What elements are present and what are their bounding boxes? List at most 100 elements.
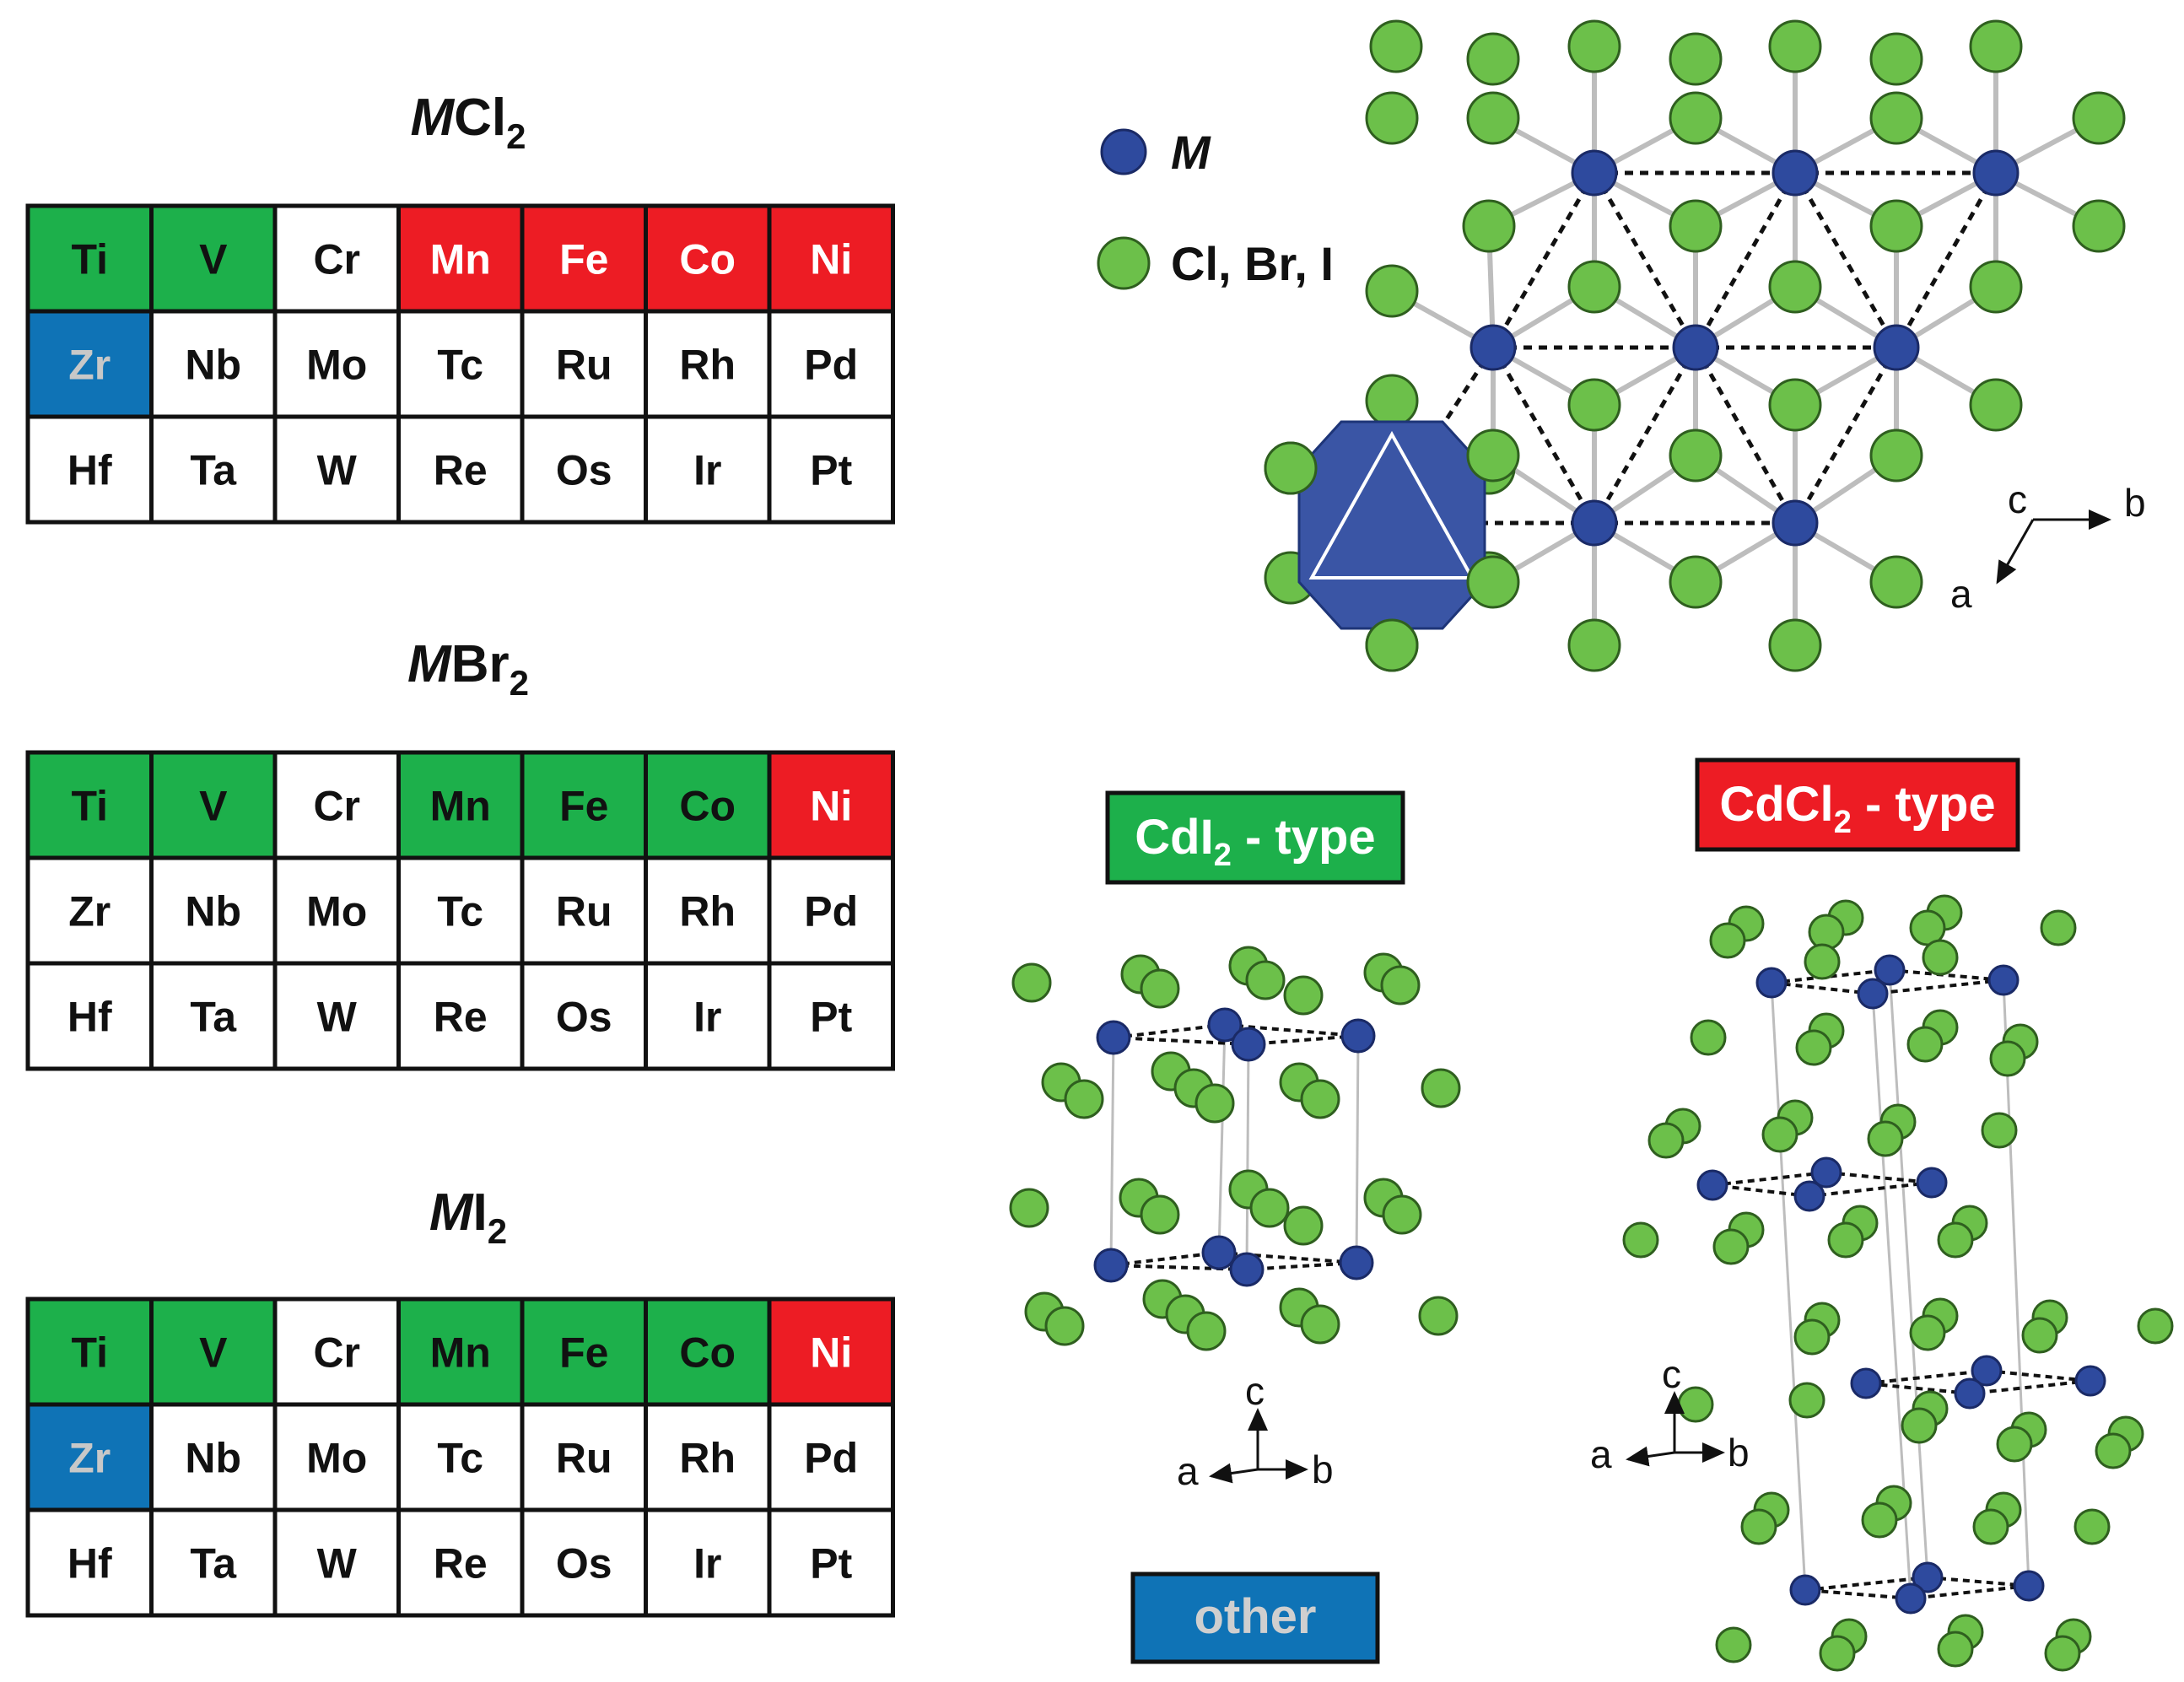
metal-atom xyxy=(1912,1561,1944,1593)
halide-atom xyxy=(1365,264,1419,318)
halide-atom xyxy=(1382,1194,1422,1235)
element-cell-fe: Fe xyxy=(559,236,608,283)
top-axes: c b a xyxy=(1950,477,2146,616)
halide-atom xyxy=(1365,618,1419,672)
halide-atom xyxy=(1365,91,1419,145)
element-cell-tc: Tc xyxy=(437,888,483,935)
metal-atom xyxy=(1987,964,2020,996)
element-cell-bg xyxy=(396,1297,525,1407)
halide-atom xyxy=(1140,1194,1180,1235)
title-metal: M xyxy=(407,635,452,693)
title-subscript: 2 xyxy=(488,1211,507,1251)
halide-atom xyxy=(1793,1318,1831,1356)
element-cell-mn: Mn xyxy=(430,783,491,830)
cdcl2-unit-cell xyxy=(1622,894,2174,1672)
halide-atom xyxy=(2072,91,2126,145)
element-cell-ru: Ru xyxy=(556,888,612,935)
halide-atom xyxy=(1901,1407,1938,1444)
element-cell-mo: Mo xyxy=(306,342,367,389)
halide-atom xyxy=(1622,1221,1659,1259)
halide-atom xyxy=(2073,1508,2111,1545)
element-cell-rh: Rh xyxy=(679,888,736,935)
metal-atom xyxy=(1810,1156,1842,1189)
halide-atom xyxy=(1861,1501,1898,1539)
halide-atom xyxy=(1768,378,1822,432)
halide-atom xyxy=(1808,914,1845,951)
metal-atom xyxy=(1874,954,1906,986)
metal-atom xyxy=(1916,1167,1948,1199)
halide-atom xyxy=(1044,1306,1085,1346)
element-cell-ta: Ta xyxy=(190,994,237,1041)
halide-atom xyxy=(1140,968,1180,1009)
element-cell-os: Os xyxy=(556,447,612,494)
metal-atom xyxy=(1954,1377,1986,1410)
element-cell-cr: Cr xyxy=(313,1329,360,1377)
element-cell-bg xyxy=(25,961,154,1071)
element-cell-bg xyxy=(149,750,278,860)
element-cell-mo: Mo xyxy=(306,888,367,935)
halide-atom xyxy=(1869,32,1923,86)
element-cell-bg xyxy=(767,1297,895,1407)
halide-atom xyxy=(1677,1386,1714,1423)
element-cell-bg xyxy=(272,961,401,1071)
element-cell-nb: Nb xyxy=(185,888,241,935)
element-cell-bg xyxy=(767,1402,895,1512)
halide-atom xyxy=(2137,1307,2174,1345)
halide-atom xyxy=(1194,1083,1235,1124)
halide-atom xyxy=(1264,441,1318,495)
element-cell-bg xyxy=(767,961,895,1071)
axis-label-b: b xyxy=(2124,481,2146,525)
halide-atom xyxy=(1300,1079,1340,1119)
halide-atom xyxy=(1867,1120,1904,1157)
cdcl2-tag-main: CdCl xyxy=(1719,777,1833,832)
halide-atom xyxy=(1969,378,2023,432)
element-cell-bg xyxy=(25,309,154,419)
element-cell-ni: Ni xyxy=(810,1329,852,1377)
element-cell-bg xyxy=(644,203,772,314)
halide-atom xyxy=(2021,1317,2058,1354)
halide-atom xyxy=(1462,199,1516,253)
element-cell-bg xyxy=(644,1402,772,1512)
table-title: MI2 xyxy=(429,1183,507,1251)
halide-atom xyxy=(1972,1508,2009,1545)
halide-atom xyxy=(1300,1304,1340,1345)
element-cell-bg xyxy=(644,961,772,1071)
element-cell-ni: Ni xyxy=(810,236,852,283)
cdcl2-axes: c b a xyxy=(1590,1352,1750,1476)
halide-atom xyxy=(1740,1508,1777,1545)
title-metal: M xyxy=(429,1183,474,1242)
element-cell-rh: Rh xyxy=(679,1435,736,1482)
element-cell-bg xyxy=(272,855,401,966)
element-cell-tc: Tc xyxy=(437,342,483,389)
element-cell-mn: Mn xyxy=(430,236,491,283)
halide-atom xyxy=(1669,429,1723,482)
element-cell-ru: Ru xyxy=(556,342,612,389)
element-cell-bg xyxy=(644,1297,772,1407)
element-cell-bg xyxy=(767,414,895,525)
metal-atom xyxy=(1857,978,1889,1010)
halide-atom xyxy=(1768,618,1822,672)
halide-atom xyxy=(1669,199,1723,253)
cdi2-tag-sub: 2 xyxy=(1214,838,1232,873)
element-cell-co: Co xyxy=(679,783,736,830)
element-cell-bg xyxy=(25,855,154,966)
halide-atom xyxy=(1996,1426,2033,1463)
element-cell-bg xyxy=(272,1507,401,1618)
cdi2-tag-rest: - type xyxy=(1232,810,1376,865)
element-cell-bg xyxy=(149,1402,278,1512)
atom-legend: M Cl, Br, I xyxy=(1097,126,1334,290)
element-cell-zr: Zr xyxy=(68,1435,111,1482)
element-cell-bg xyxy=(520,414,648,525)
halide-atom xyxy=(1064,1079,1104,1119)
table-title: MCl2 xyxy=(410,89,526,156)
element-cell-bg xyxy=(396,1507,525,1618)
halide-atom xyxy=(1690,1019,1727,1056)
octahedron-shape xyxy=(1297,420,1486,630)
element-cell-nb: Nb xyxy=(185,1435,241,1482)
element-cell-ni: Ni xyxy=(810,783,852,830)
halide-atom xyxy=(1669,91,1723,145)
element-cell-rh: Rh xyxy=(679,342,736,389)
metal-atom xyxy=(1696,1169,1728,1201)
element-cell-os: Os xyxy=(556,994,612,1041)
element-cell-pd: Pd xyxy=(804,1435,858,1482)
